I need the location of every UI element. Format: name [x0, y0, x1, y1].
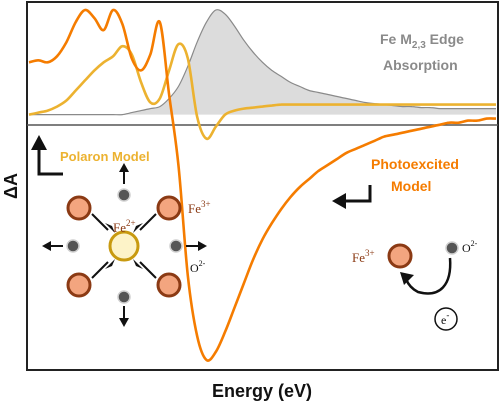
absorption-label-line2: Absorption [383, 57, 458, 73]
charge-transfer-diagram [387, 241, 459, 331]
electron-label: e- [441, 310, 449, 327]
plot-frame [26, 1, 499, 371]
transfer-o2-label: O2- [462, 239, 478, 255]
photoexcited-arrow-icon [332, 185, 372, 209]
inward-arrow-icons [91, 213, 157, 279]
absorption-label-line1: Fe M2,3 Edge [380, 31, 464, 51]
transfer-arrowhead-icon [400, 272, 414, 285]
x-axis-title: Energy (eV) [212, 381, 312, 401]
fe3-atoms [66, 195, 182, 298]
fe2-label: Fe2+ [113, 218, 136, 235]
photoexcited-label-line1: Photoexcited [371, 156, 459, 172]
polaron-label: Polaron Model [60, 149, 150, 164]
series-absorption-line [29, 9, 496, 116]
series-absorption-area [29, 9, 496, 115]
transfer-fe3-label: Fe3+ [352, 248, 375, 265]
o2-label: O2- [190, 259, 206, 275]
transfer-oxygen-atom [445, 241, 459, 255]
transfer-fe3-atom [387, 243, 413, 269]
fe2-center-atom [108, 230, 140, 262]
fe3-label: Fe3+ [188, 199, 211, 216]
outward-arrow-icons [42, 163, 207, 327]
y-axis-title: ΔA [1, 173, 21, 199]
oxygen-atoms [66, 188, 183, 304]
series-photoexcited-line [28, 8, 497, 362]
lattice-diagram [42, 163, 207, 327]
transfer-arrow-icon [404, 257, 452, 295]
polaron-arrow-icon [31, 135, 63, 176]
electron-circle [434, 307, 458, 331]
series-polaron-line [28, 42, 496, 141]
photoexcited-label-line2: Model [391, 178, 431, 194]
series-layer [28, 8, 497, 362]
